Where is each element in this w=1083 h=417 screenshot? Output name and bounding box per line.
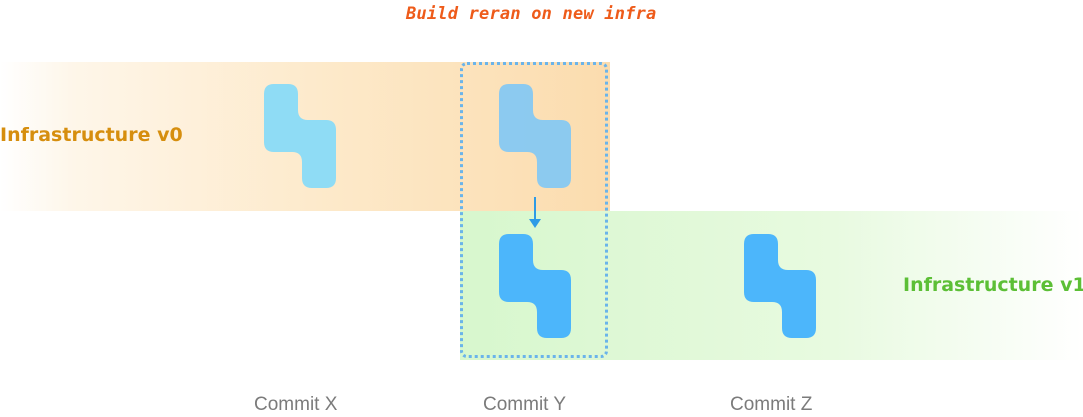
infrastructure-v0-label: Infrastructure v0: [0, 124, 183, 146]
build-icon: [264, 84, 336, 188]
rerun-highlight-box: [460, 62, 608, 358]
commit-y-label: Commit Y: [483, 394, 567, 415]
build-commit-y-v0: [499, 84, 571, 188]
build-icon: [499, 234, 571, 338]
build-icon: [744, 234, 816, 338]
rerun-annotation: Build reran on new infra: [406, 4, 657, 24]
build-icon: [499, 84, 571, 188]
infrastructure-v1-label: Infrastructure v1: [903, 274, 1083, 296]
build-commit-x-v0: [264, 84, 336, 188]
commit-z-label: Commit Z: [730, 394, 813, 415]
commit-x-label: Commit X: [254, 394, 338, 415]
build-commit-z-v1: [744, 234, 816, 338]
build-commit-y-v1: [499, 234, 571, 338]
rebuild-arrow-icon: [529, 197, 541, 228]
